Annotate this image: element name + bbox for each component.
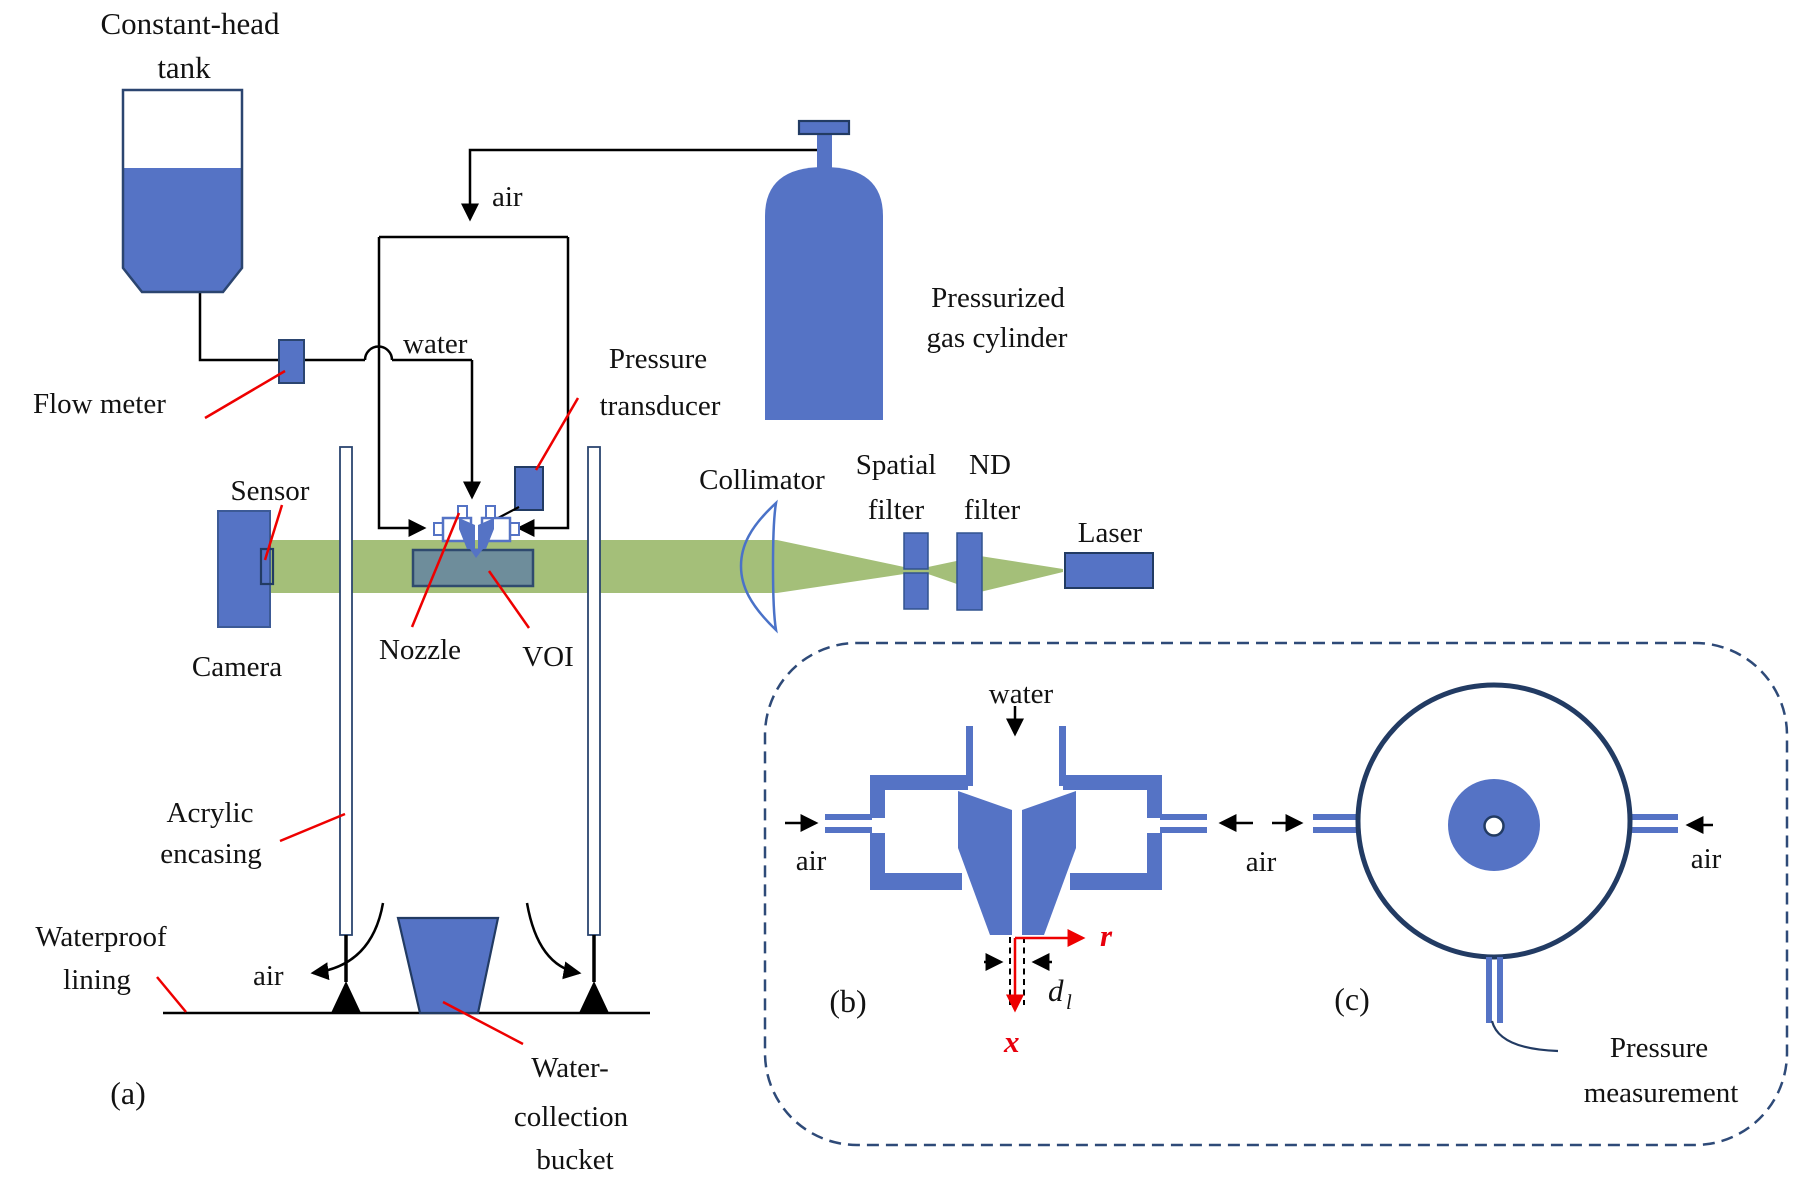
label-axis-r: r xyxy=(1100,918,1113,953)
nozzle-orifice xyxy=(1483,815,1505,837)
support-cone-left xyxy=(331,981,361,1013)
air-port-right-bottom xyxy=(1160,827,1207,833)
pressure-tap-left-wall xyxy=(1486,957,1492,1023)
flow-meter xyxy=(278,339,305,384)
label-spatial-filter-2: filter xyxy=(868,494,925,526)
leader-lining xyxy=(156,976,187,1013)
acrylic-encasing xyxy=(331,446,609,1013)
label-acrylic-2: encasing xyxy=(160,838,261,870)
air-exhaust-arrow-right xyxy=(525,902,582,980)
air-arrow xyxy=(461,148,818,222)
nd-filter xyxy=(956,532,983,611)
label-bucket-2: collection xyxy=(514,1101,629,1133)
air-exhaust-arrow-left xyxy=(310,902,385,981)
label-water-inlet: water xyxy=(989,678,1054,710)
label-axis-x: x xyxy=(1003,1024,1020,1059)
label-voi: VOI xyxy=(522,641,574,673)
label-water-supply: water xyxy=(403,328,468,360)
panel-a-tag: (a) xyxy=(110,1075,146,1111)
label-waterproof-2: lining xyxy=(63,964,131,996)
label-dl-subscript: l xyxy=(1066,990,1072,1014)
label-pressure-measurement-2: measurement xyxy=(1584,1077,1739,1109)
water-supply-lines xyxy=(198,292,481,500)
label-constant-head-tank-2: tank xyxy=(157,50,211,85)
gas-cylinder xyxy=(765,119,883,420)
label-pressure-transducer-1: Pressure xyxy=(609,343,707,375)
leader-sensor xyxy=(263,504,284,561)
label-air-inlet-shared: air xyxy=(1246,846,1277,878)
label-camera: Camera xyxy=(192,651,282,683)
label-air-supply: air xyxy=(492,181,523,213)
label-bucket-3: bucket xyxy=(536,1144,613,1176)
label-collimator: Collimator xyxy=(699,464,825,496)
leader-pressure-transducer xyxy=(534,397,580,471)
air-supply-lines xyxy=(377,148,818,537)
leader-bucket xyxy=(442,1000,524,1046)
nozzle-top-view xyxy=(1313,682,1678,1053)
pressure-tap-right-wall xyxy=(1497,957,1503,1023)
inner-cone-left xyxy=(958,791,1012,935)
label-pressure-transducer-2: transducer xyxy=(600,390,721,422)
label-nd-filter-2: filter xyxy=(964,494,1021,526)
pressure-transducer xyxy=(514,466,544,511)
air-port-left-bottom xyxy=(825,827,872,833)
label-constant-head-tank-1: Constant-head xyxy=(100,6,280,41)
panel-b-tag: (b) xyxy=(829,983,866,1019)
label-gas-cylinder-1: Pressurized xyxy=(931,282,1065,314)
laser-beam xyxy=(270,540,1063,593)
label-pressure-measurement-1: Pressure xyxy=(1610,1032,1708,1064)
label-nozzle: Nozzle xyxy=(379,634,461,666)
camera-sensor xyxy=(259,547,275,586)
label-nd-filter-1: ND xyxy=(969,449,1011,481)
leader-nozzle xyxy=(410,512,461,628)
label-sensor: Sensor xyxy=(231,475,310,507)
cylinder-valve xyxy=(797,119,851,136)
label-spatial-filter-1: Spatial xyxy=(856,449,937,481)
air-port-left-top xyxy=(825,814,872,820)
inset-panel-border xyxy=(763,641,1789,1147)
pressure-tap-leader xyxy=(1490,1020,1559,1053)
annotation-lines xyxy=(156,369,580,1046)
voi-box xyxy=(411,548,535,588)
nozzle-cross-section xyxy=(825,726,1207,935)
label-dl-symbol: d xyxy=(1048,973,1064,1008)
air-port-right-top xyxy=(1160,814,1207,820)
label-acrylic-1: Acrylic xyxy=(167,797,254,829)
label-flow-meter: Flow meter xyxy=(33,388,166,420)
camera xyxy=(217,510,271,628)
label-laser: Laser xyxy=(1078,517,1143,549)
label-waterproof-1: Waterproof xyxy=(35,921,167,953)
inner-cone-right xyxy=(1022,791,1076,935)
leader-flow-meter xyxy=(204,369,286,420)
label-gas-cylinder-2: gas cylinder xyxy=(927,322,1068,354)
water-collection-bucket xyxy=(396,916,500,1015)
leader-voi xyxy=(487,570,531,629)
label-bucket-1: Water- xyxy=(531,1052,609,1084)
support-cone-right xyxy=(579,981,609,1013)
leader-acrylic xyxy=(279,812,346,843)
spatial-filter xyxy=(903,532,929,610)
collimator-lens xyxy=(739,499,778,634)
panel-c-tag: (c) xyxy=(1334,981,1370,1017)
constant-head-tank xyxy=(121,88,244,294)
label-air-inlet-left: air xyxy=(796,845,827,877)
laser xyxy=(1064,552,1154,589)
label-air-inlet-right: air xyxy=(1691,843,1722,875)
label-air-exhaust: air xyxy=(253,960,284,992)
